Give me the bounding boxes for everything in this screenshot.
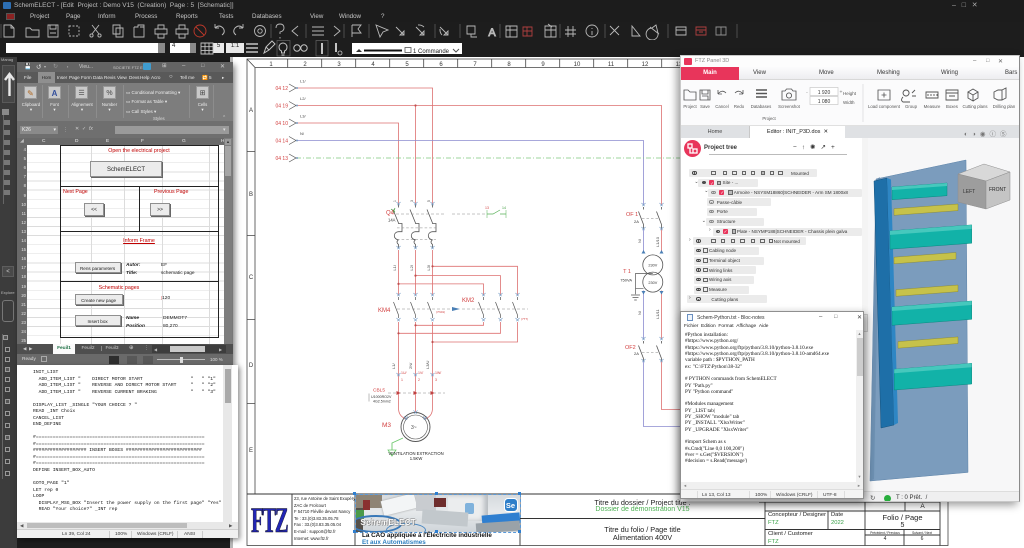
svg-text:KM2: KM2 — [462, 298, 475, 304]
svg-text:230V: 230V — [648, 281, 657, 285]
svg-text:1: 1 — [401, 378, 403, 382]
svg-text:1 Commande: 1 Commande — [413, 49, 450, 55]
svg-text:Cutting plans: Cutting plans — [962, 104, 987, 109]
svg-text:-: - — [806, 90, 808, 96]
svg-text:14A: 14A — [388, 218, 396, 223]
svg-text:7: 7 — [473, 62, 477, 68]
svg-text:Load component: Load component — [868, 104, 901, 109]
svg-text:KM4: KM4 — [378, 308, 391, 314]
svg-text:1 920: 1 920 — [818, 90, 831, 96]
svg-text:FRONT: FRONT — [989, 187, 1006, 193]
svg-text:B: B — [249, 192, 253, 198]
svg-text:Databases: Databases — [751, 104, 772, 109]
svg-text:5: 5 — [427, 200, 431, 202]
svg-text:M3: M3 — [382, 422, 391, 429]
svg-text:04 14: 04 14 — [275, 139, 288, 145]
svg-text:1: 1 — [269, 62, 273, 68]
svg-text:1.5KW: 1.5KW — [410, 456, 423, 461]
svg-text:A: A — [249, 108, 253, 114]
svg-text:OF 1: OF 1 — [626, 212, 638, 218]
svg-text:Project: Project — [762, 116, 776, 121]
svg-text:(7N01): (7N01) — [436, 310, 445, 314]
svg-text:1 080: 1 080 — [818, 99, 831, 105]
svg-text:3~: 3~ — [411, 425, 417, 431]
svg-text:5: 5 — [405, 62, 409, 68]
svg-text:L1/10: L1/10 — [655, 236, 660, 247]
svg-text:Width: Width — [843, 100, 855, 105]
svg-text:2A: 2A — [634, 351, 639, 356]
svg-text:E: E — [249, 448, 253, 454]
svg-text:VENTILATION EXTRACTION: VENTILATION EXTRACTION — [388, 451, 443, 456]
svg-text:L2/: L2/ — [300, 96, 306, 101]
svg-text:+: + — [840, 90, 843, 96]
svg-text:14: 14 — [502, 206, 506, 210]
svg-text:13: 13 — [485, 206, 489, 210]
svg-text:4: 4 — [371, 62, 375, 68]
svg-text:8: 8 — [507, 62, 511, 68]
svg-text:D: D — [249, 363, 254, 369]
svg-text:L1/: L1/ — [392, 264, 397, 270]
svg-text:1V/: 1V/ — [418, 371, 423, 375]
svg-text:04 10: 04 10 — [275, 121, 288, 127]
svg-text:CBL5: CBL5 — [373, 388, 385, 394]
svg-text:9: 9 — [541, 62, 545, 68]
svg-text:N/: N/ — [637, 310, 642, 315]
svg-text:3: 3 — [435, 378, 437, 382]
svg-text:L3/U: L3/U — [425, 360, 430, 369]
svg-text:U1000RO2V: U1000RO2V — [371, 395, 392, 399]
svg-text:Save: Save — [700, 104, 710, 109]
svg-text:Redo: Redo — [734, 104, 745, 109]
svg-text:Measure: Measure — [924, 104, 941, 109]
svg-text:4G2.5mm2: 4G2.5mm2 — [373, 400, 391, 404]
svg-text:11: 11 — [608, 62, 615, 68]
svg-text:6: 6 — [439, 62, 443, 68]
svg-text:Q4: Q4 — [386, 211, 395, 217]
svg-text:2A: 2A — [634, 219, 639, 224]
svg-text:N/: N/ — [300, 131, 305, 136]
svg-text:04 19: 04 19 — [275, 104, 288, 110]
svg-text:(7T7): (7T7) — [521, 317, 528, 321]
svg-text:C: C — [249, 275, 254, 281]
svg-text:3: 3 — [410, 200, 414, 202]
svg-text:1U/: 1U/ — [401, 371, 406, 375]
svg-text:Project: Project — [683, 104, 697, 109]
svg-text:3: 3 — [337, 62, 341, 68]
svg-text:04 13: 04 13 — [275, 156, 288, 162]
svg-text:1: 1 — [393, 200, 397, 202]
svg-text:2: 2 — [303, 62, 307, 68]
svg-text:13: 13 — [676, 62, 683, 68]
svg-text:Drilling plan: Drilling plan — [993, 104, 1016, 109]
svg-text:2: 2 — [418, 378, 420, 382]
svg-text:LEFT: LEFT — [963, 189, 975, 195]
svg-text:N/: N/ — [637, 238, 642, 243]
svg-text:Screenshot: Screenshot — [778, 104, 801, 109]
svg-text:Cancel: Cancel — [715, 104, 728, 109]
svg-text:L1/11: L1/11 — [655, 309, 660, 319]
svg-text:T 1: T 1 — [623, 269, 631, 275]
svg-text:Height: Height — [843, 91, 857, 96]
svg-text:L1/: L1/ — [391, 363, 396, 369]
svg-text:2N/: 2N/ — [408, 362, 413, 369]
svg-text:04 12: 04 12 — [275, 86, 288, 92]
svg-text:10: 10 — [574, 62, 581, 68]
svg-text:230V: 230V — [648, 264, 657, 268]
svg-text:L2/: L2/ — [409, 264, 414, 270]
svg-text:A: A — [488, 27, 496, 39]
svg-text:L1/: L1/ — [300, 79, 306, 84]
svg-text:L3/: L3/ — [300, 114, 306, 119]
svg-text:1W/: 1W/ — [435, 371, 441, 375]
svg-text:12: 12 — [642, 62, 649, 68]
svg-text:Boxes: Boxes — [946, 104, 958, 109]
svg-text:Group: Group — [905, 104, 918, 109]
svg-text:OF2: OF2 — [625, 345, 636, 351]
svg-text:750VA: 750VA — [620, 278, 632, 283]
svg-text:L3/: L3/ — [426, 264, 431, 270]
